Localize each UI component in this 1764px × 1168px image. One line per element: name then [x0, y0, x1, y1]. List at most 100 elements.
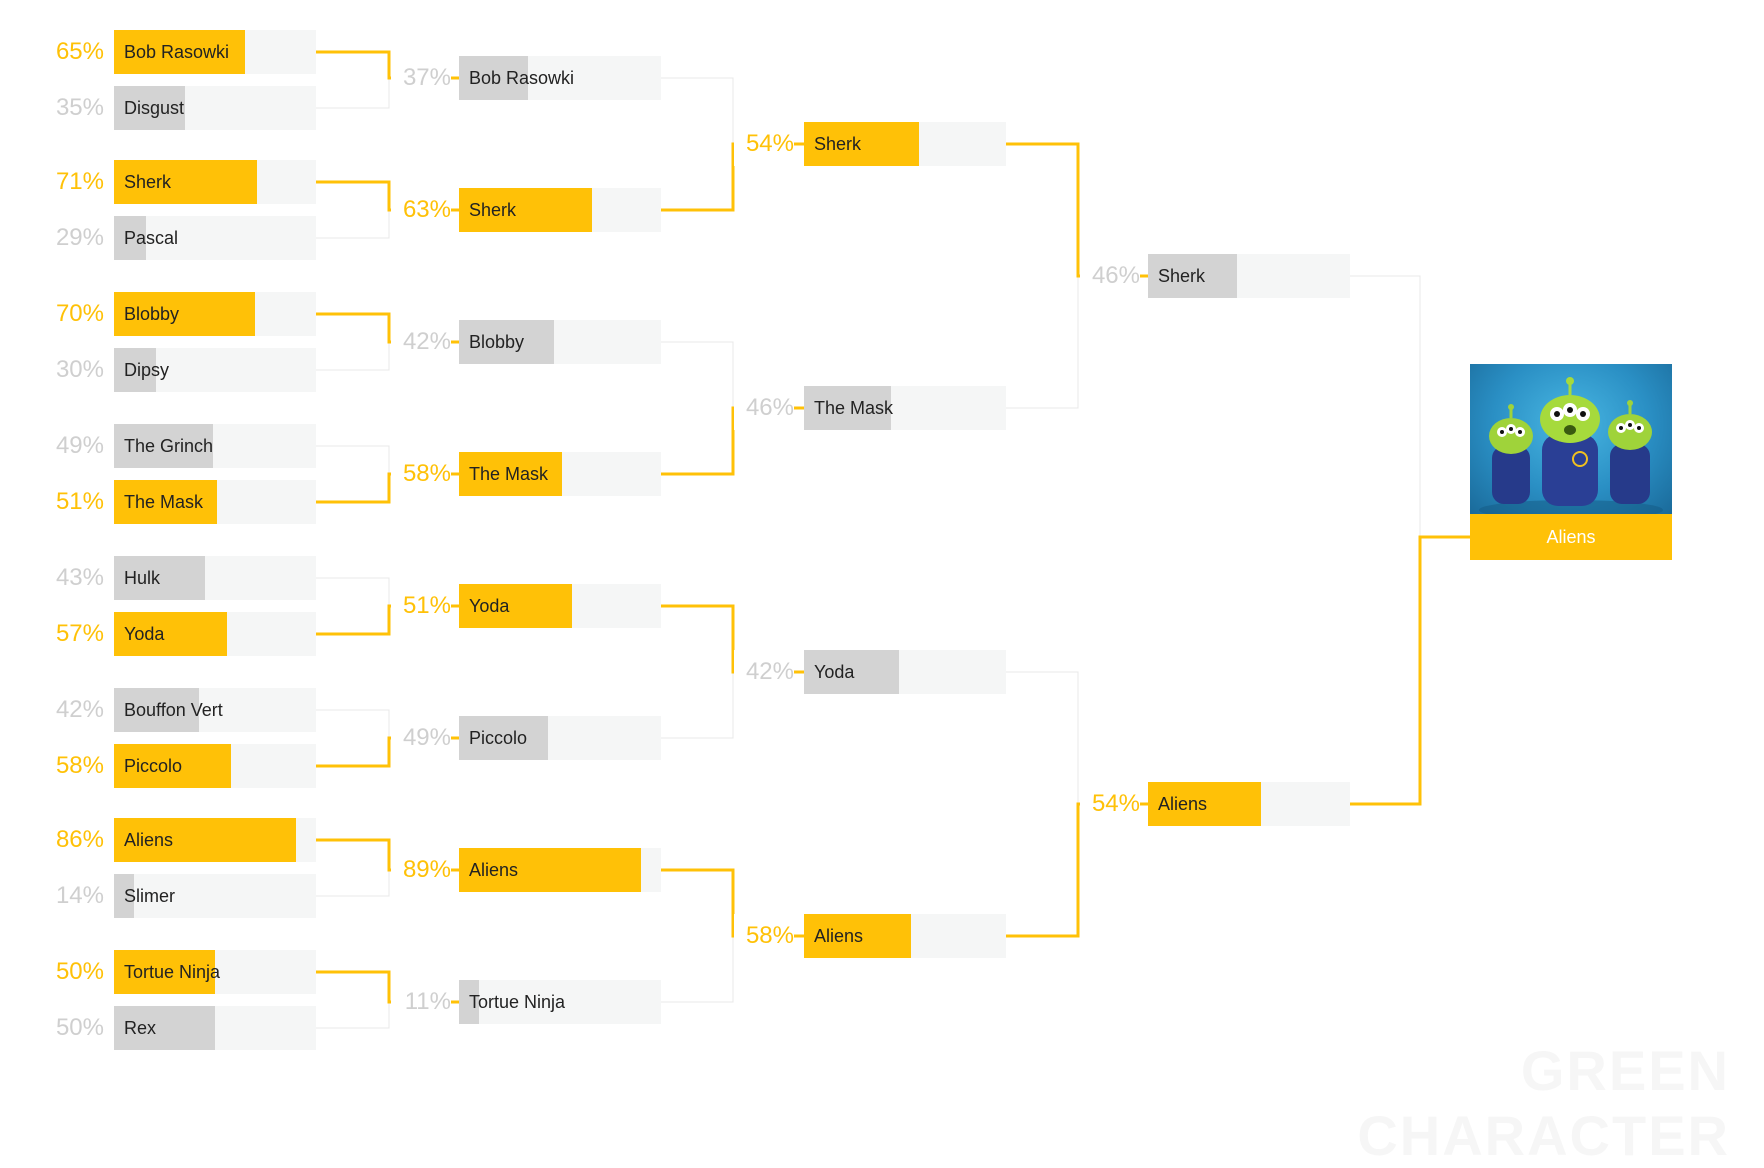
contestant-name: Bob Rasowki	[124, 42, 230, 62]
contestant-name: The Mask	[124, 492, 204, 512]
vote-percentage: 57%	[44, 612, 104, 656]
vote-percentage: 50%	[44, 950, 104, 994]
bracket-entry[interactable]: Yoda	[804, 650, 1006, 694]
contestant-name: Blobby	[469, 332, 525, 352]
bracket-entry[interactable]: Hulk	[114, 556, 316, 600]
bracket-entry[interactable]: Blobby	[114, 292, 316, 336]
vote-bar	[1148, 254, 1237, 298]
bracket-entry[interactable]: Sherk	[114, 160, 316, 204]
bracket-entry[interactable]: Aliens	[804, 914, 1006, 958]
contestant-name: Bouffon Vert	[124, 700, 223, 720]
contestant-name: Yoda	[814, 662, 855, 682]
bracket-entry[interactable]: Tortue Ninja	[114, 950, 316, 994]
vote-bar	[1148, 782, 1261, 826]
bracket-entry[interactable]: Yoda	[114, 612, 316, 656]
vote-bar	[459, 848, 641, 892]
vote-percentage: 30%	[44, 348, 104, 392]
vote-bar	[459, 584, 572, 628]
contestant-name: Hulk	[124, 568, 161, 588]
bracket-entry[interactable]: Sherk	[459, 188, 661, 232]
bracket-entry[interactable]: Blobby	[459, 320, 661, 364]
bracket-entry[interactable]: The Mask	[114, 480, 316, 524]
bracket-entry[interactable]: Piccolo	[114, 744, 316, 788]
vote-bar	[114, 348, 156, 392]
aliens-illustration	[1479, 377, 1663, 520]
contestant-name: Slimer	[124, 886, 176, 906]
vote-bar	[114, 1006, 215, 1050]
vote-percentage: 71%	[44, 160, 104, 204]
vote-percentage: 58%	[391, 452, 451, 496]
vote-percentage: 89%	[391, 848, 451, 892]
vote-bar	[459, 716, 548, 760]
contestant-name: Yoda	[469, 596, 510, 616]
vote-bar	[459, 980, 479, 1024]
vote-bar	[114, 160, 257, 204]
contestant-name: Piccolo	[124, 756, 183, 776]
vote-percentage: 46%	[1080, 254, 1140, 298]
contestant-name: Bob Rasowki	[469, 68, 575, 88]
vote-percentage: 65%	[44, 30, 104, 74]
vote-bar	[459, 56, 528, 100]
vote-bar	[114, 744, 231, 788]
watermark: GREEN CHARACTER	[1357, 1039, 1730, 1167]
vote-bar	[114, 612, 227, 656]
contestant-name: Tortue Ninja	[469, 992, 566, 1012]
vote-percentage: 29%	[44, 216, 104, 260]
bracket-entry[interactable]: Piccolo	[459, 716, 661, 760]
alien-left	[1489, 404, 1533, 504]
bracket-entry[interactable]: Disgust	[114, 86, 316, 130]
bracket-entry[interactable]: Tortue Ninja	[459, 980, 661, 1024]
bracket-entry[interactable]: Bob Rasowki	[114, 30, 316, 74]
bracket-entry[interactable]: Slimer	[114, 874, 316, 918]
vote-percentage: 51%	[391, 584, 451, 628]
alien-center	[1540, 377, 1600, 506]
vote-percentage: 11%	[391, 980, 451, 1024]
vote-bar	[804, 122, 919, 166]
contestant-name: Pascal	[124, 228, 179, 248]
bracket-entry[interactable]: Yoda	[459, 584, 661, 628]
bracket-entry[interactable]: Aliens	[114, 818, 316, 862]
vote-percentage: 43%	[44, 556, 104, 600]
contestant-name: The Mask	[469, 464, 549, 484]
vote-percentage: 49%	[44, 424, 104, 468]
contestant-name: Sherk	[814, 134, 862, 154]
vote-percentage: 58%	[44, 744, 104, 788]
vote-percentage: 49%	[391, 716, 451, 760]
bracket-entry[interactable]: Rex	[114, 1006, 316, 1050]
bracket-entry[interactable]: The Mask	[804, 386, 1006, 430]
contestant-name: Aliens	[469, 860, 519, 880]
vote-bar	[114, 556, 205, 600]
bracket-entry[interactable]: Aliens	[459, 848, 661, 892]
contestant-name: Disgust	[124, 98, 185, 118]
bracket-entry[interactable]: The Mask	[459, 452, 661, 496]
contestant-name: Dipsy	[124, 360, 170, 380]
loser-connector	[1350, 275, 1470, 538]
vote-bar	[114, 818, 296, 862]
contestant-name: The Grinch	[124, 436, 214, 456]
vote-bar	[114, 30, 245, 74]
alien-right	[1608, 400, 1652, 504]
vote-bar	[114, 950, 215, 994]
bracket-entry[interactable]: Sherk	[1148, 254, 1350, 298]
vote-bar	[804, 386, 891, 430]
bracket-entry[interactable]: Bob Rasowki	[459, 56, 661, 100]
bracket-entry[interactable]: The Grinch	[114, 424, 316, 468]
bracket-entry[interactable]: Aliens	[1148, 782, 1350, 826]
vote-percentage: 50%	[44, 1006, 104, 1050]
contestant-name: The Mask	[814, 398, 894, 418]
vote-percentage: 86%	[44, 818, 104, 862]
vote-percentage: 42%	[734, 650, 794, 694]
vote-bar	[114, 292, 255, 336]
vote-percentage: 58%	[734, 914, 794, 958]
vote-bar	[114, 480, 217, 524]
vote-bar	[804, 914, 911, 958]
vote-percentage: 42%	[44, 688, 104, 732]
champion-card[interactable]: Aliens	[1470, 364, 1672, 560]
bracket-entry[interactable]: Dipsy	[114, 348, 316, 392]
vote-percentage: 35%	[44, 86, 104, 130]
bracket-entry[interactable]: Pascal	[114, 216, 316, 260]
bracket-entry[interactable]: Bouffon Vert	[114, 688, 316, 732]
bracket-entry[interactable]: Sherk	[804, 122, 1006, 166]
contestant-name: Blobby	[124, 304, 180, 324]
contestant-name: Piccolo	[469, 728, 528, 748]
